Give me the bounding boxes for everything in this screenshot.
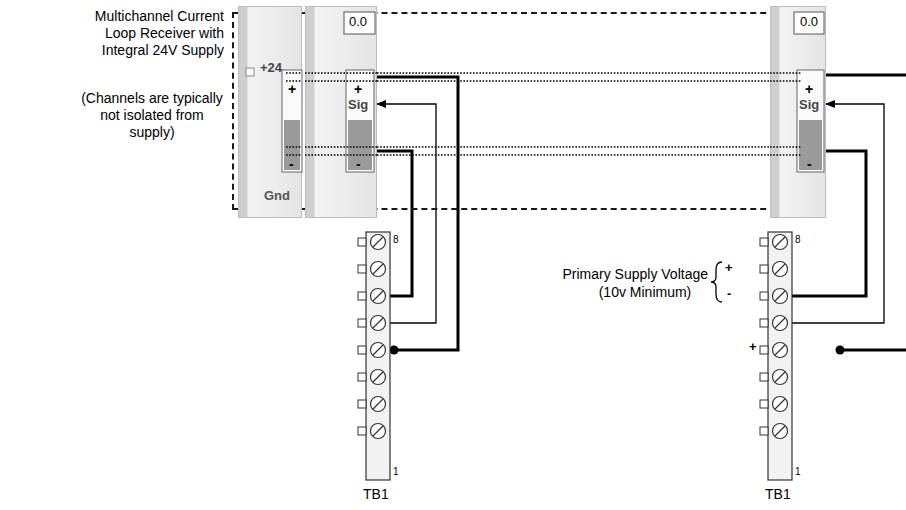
pin-number: 1 [393, 466, 399, 478]
terminal-sign: + [288, 81, 296, 98]
terminal-sign: - [356, 156, 361, 173]
receiver-title: Multichannel Current Loop Receiver with … [72, 8, 224, 58]
supply-note: (10v Minimum) [580, 284, 710, 301]
receiver-note: (Channels are typically not isolated fro… [77, 90, 227, 140]
supply-wire [824, 74, 906, 77]
terminal-sign: + [805, 81, 813, 98]
channel-module: 0.0 +Sig - [770, 6, 826, 218]
terminal-sign: - [807, 156, 812, 173]
supply-module: +24 + - Gnd [238, 6, 302, 218]
polarity-sign: + [749, 339, 757, 355]
terminal-block-name: TB1 [363, 486, 389, 503]
junction-dot [836, 346, 845, 355]
channel-module: 0.0 +Sig - [305, 6, 377, 218]
brace [711, 262, 722, 302]
display-reading: 0.0 [800, 14, 818, 30]
signal-terminal: Sig [348, 97, 368, 113]
terminal-sign: + [354, 81, 362, 98]
signal-terminal: Sig [799, 97, 819, 113]
pin-number: 1 [795, 466, 801, 478]
supply-note: Primary Supply Voltage [520, 266, 708, 283]
part-graphic [238, 6, 302, 218]
part-graphic [366, 232, 390, 480]
loop-wire [840, 349, 906, 352]
receiver-enclosure: Multichannel Current Loop Receiver with … [232, 12, 826, 210]
display-reading: 0.0 [349, 14, 367, 30]
pin-number: 8 [393, 234, 399, 246]
supply-bus [377, 73, 770, 81]
part-graphic [768, 232, 792, 480]
pin-number: 8 [795, 234, 801, 246]
ground-label: Gnd [264, 188, 290, 204]
polarity-sign: - [727, 286, 731, 302]
polarity-sign: + [725, 260, 733, 276]
supply-label: +24 [260, 60, 282, 76]
supply-bus [377, 147, 770, 155]
terminal-block: 81TB1 [366, 232, 390, 480]
terminal-block: 81TB1 [768, 232, 792, 480]
terminal-block-name: TB1 [765, 486, 791, 503]
terminal-sign: - [289, 156, 294, 173]
